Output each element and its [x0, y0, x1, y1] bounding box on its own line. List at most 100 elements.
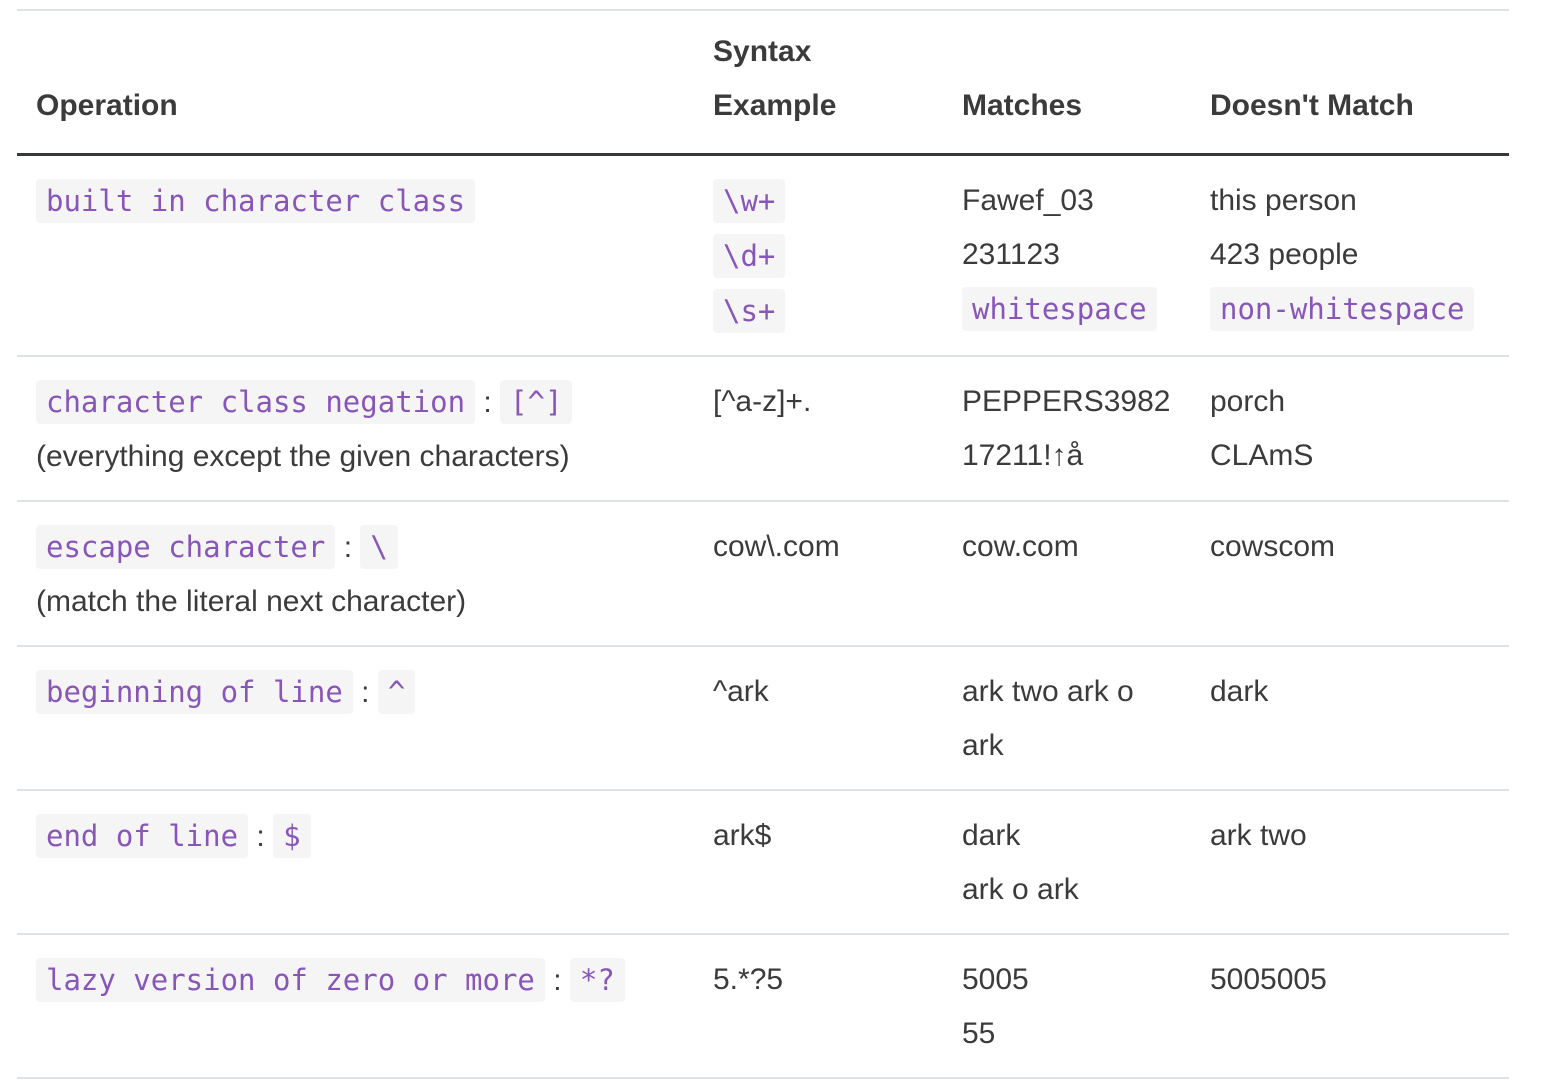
inline-code: non-whitespace	[1210, 287, 1475, 331]
operation-cell: lazy version of zero or more : *?	[17, 934, 696, 1078]
cell-line: 231123	[962, 228, 1181, 282]
operation-cell: end of line : $	[17, 790, 696, 934]
cell-line: cow\.com	[713, 520, 933, 574]
header-row: Operation Syntax Example Matches Doesn't…	[17, 10, 1509, 155]
cell-line: this person	[1210, 174, 1497, 228]
cell-line: ark o ark	[962, 863, 1181, 917]
plain-text: porch	[1210, 385, 1286, 418]
plain-text: :	[352, 676, 378, 709]
plain-text: dark	[1210, 675, 1269, 708]
cell-line: (everything except the given characters)	[36, 430, 684, 484]
cell-line: 5005	[962, 953, 1181, 1007]
cell-line: non-whitespace	[1210, 282, 1497, 337]
operation-cell: built in character class	[17, 155, 696, 357]
inline-code: ^	[377, 670, 416, 714]
cell-line: 5.*?5	[713, 953, 933, 1007]
plain-text: [^a-z]+.	[713, 385, 812, 418]
plain-text: :	[248, 820, 274, 853]
inline-code: whitespace	[962, 287, 1157, 331]
cell-line: ^ark	[713, 665, 933, 719]
doesnt-match-cell: this person 423 people non-whitespace	[1193, 155, 1509, 357]
inline-code: *?	[569, 958, 625, 1002]
plain-text: cowscom	[1210, 530, 1336, 563]
plain-text: 423 people	[1210, 238, 1359, 271]
inline-code: beginning of line	[36, 670, 353, 714]
cell-line: dark	[1210, 665, 1497, 719]
doesnt-match-cell: cowscom	[1193, 501, 1509, 646]
inline-code: built in character class	[36, 179, 476, 223]
cell-line: PEPPERS3982	[962, 375, 1181, 429]
inline-code: [^]	[500, 380, 573, 424]
cell-line: porch	[1210, 375, 1497, 429]
matches-cell: cow.com	[945, 501, 1193, 646]
doesnt-match-cell: 5005005	[1193, 934, 1509, 1078]
matches-cell: dark ark o ark	[945, 790, 1193, 934]
plain-text: (match the literal next character)	[36, 585, 467, 618]
cell-line: cow.com	[962, 520, 1181, 574]
plain-text: 17211!↑å	[962, 439, 1084, 472]
cell-line: end of line : $	[36, 809, 684, 864]
cell-line: ark$	[713, 809, 933, 863]
plain-text: 5.*?5	[713, 963, 784, 996]
table-body: built in character class \w+ \d+ \s+ Fawef_0…	[17, 155, 1509, 1078]
cell-line: escape character : \	[36, 520, 684, 575]
cell-line: ark	[962, 719, 1181, 773]
doesnt-match-cell: ark two	[1193, 790, 1509, 934]
cell-line: beginning of line : ^	[36, 665, 684, 720]
cell-line: cowscom	[1210, 520, 1497, 574]
plain-text: (everything except the given characters)	[36, 440, 570, 473]
plain-text: :	[475, 386, 501, 419]
inline-code: \s+	[713, 289, 786, 333]
plain-text: this person	[1210, 184, 1357, 217]
cell-line: CLAmS	[1210, 429, 1497, 483]
doesnt-match-cell: dark	[1193, 646, 1509, 790]
cell-line: 55	[962, 1007, 1181, 1061]
plain-text: 231123	[962, 238, 1060, 271]
cell-line: (match the literal next character)	[36, 575, 684, 629]
inline-code: \	[360, 525, 398, 569]
syntax-example-cell: [^a-z]+.	[696, 356, 945, 501]
cell-line: \d+	[713, 229, 933, 284]
plain-text: cow.com	[962, 530, 1079, 563]
cell-line: built in character class	[36, 174, 684, 229]
syntax-example-cell: ark$	[696, 790, 945, 934]
table-row: lazy version of zero or more : *? 5.*?5 50…	[17, 934, 1509, 1078]
inline-code: escape character	[36, 525, 336, 569]
plain-text: CLAmS	[1210, 439, 1314, 472]
cell-line: whitespace	[962, 282, 1181, 337]
inline-code: character class negation	[36, 380, 476, 424]
plain-text: dark	[962, 819, 1021, 852]
plain-text: ark$	[713, 819, 772, 852]
plain-text: ark two ark o	[962, 675, 1134, 708]
inline-code: lazy version of zero or more	[36, 958, 545, 1002]
table-row: end of line : $ ark$ dark ark o ark ark two	[17, 790, 1509, 934]
inline-code: end of line	[36, 814, 249, 858]
inline-code: \d+	[713, 234, 786, 278]
cell-line: \s+	[713, 284, 933, 339]
column-header-operation: Operation	[36, 89, 178, 122]
plain-text: PEPPERS3982	[962, 385, 1171, 418]
matches-cell: ark two ark o ark	[945, 646, 1193, 790]
cell-line: \w+	[713, 174, 933, 229]
cell-line: Fawef_03	[962, 174, 1181, 228]
plain-text: ark o ark	[962, 873, 1079, 906]
table-row: character class negation : [^] (everythin…	[17, 356, 1509, 501]
inline-code: $	[273, 814, 311, 858]
syntax-example-cell: cow\.com	[696, 501, 945, 646]
plain-text: Fawef_03	[962, 184, 1094, 217]
column-header-matches: Matches	[962, 89, 1083, 122]
operation-cell: beginning of line : ^	[17, 646, 696, 790]
cell-line: 423 people	[1210, 228, 1497, 282]
syntax-example-cell: \w+ \d+ \s+	[696, 155, 945, 357]
column-header-doesnt-match: Doesn't Match	[1210, 89, 1414, 122]
plain-text: :	[335, 531, 361, 564]
plain-text: ark	[962, 729, 1004, 762]
table-row: built in character class \w+ \d+ \s+ Fawef_0…	[17, 155, 1509, 357]
plain-text: cow\.com	[713, 530, 840, 563]
syntax-example-cell: 5.*?5	[696, 934, 945, 1078]
cell-line: lazy version of zero or more : *?	[36, 953, 684, 1008]
cell-line: [^a-z]+.	[713, 375, 933, 429]
